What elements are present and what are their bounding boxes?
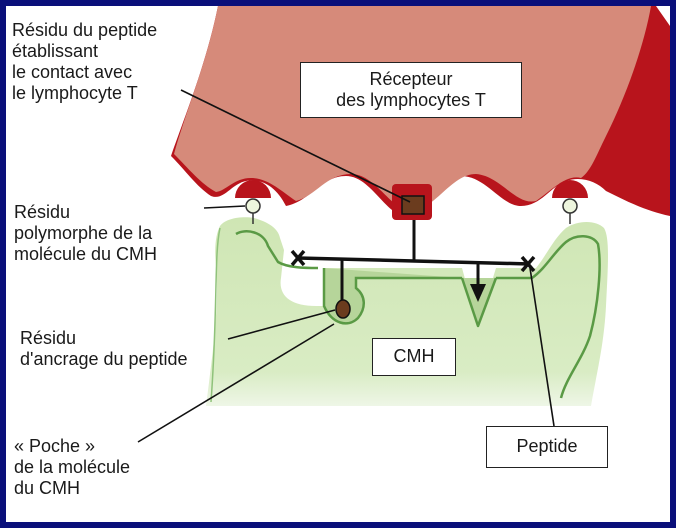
right-polymorphic-residue xyxy=(563,199,577,213)
label-pocket: « Poche » de la molécule du CMH xyxy=(14,436,130,499)
label-contact-residue: Résidu du peptide établissant le contact… xyxy=(12,20,157,104)
label-peptide: Peptide xyxy=(486,426,608,468)
mhc-molecule xyxy=(206,217,608,406)
label-t-cell-receptor: Récepteur des lymphocytes T xyxy=(300,62,522,118)
anchor-residue xyxy=(336,300,350,318)
leader-polymorphic-residue xyxy=(204,206,245,208)
label-anchor-residue: Résidu d'ancrage du peptide xyxy=(20,328,188,370)
label-polymorphic-residue: Résidu polymorphe de la molécule du CMH xyxy=(14,202,157,265)
left-polymorphic-residue xyxy=(246,199,260,213)
contact-residue xyxy=(402,196,424,214)
label-mhc: CMH xyxy=(372,338,456,376)
